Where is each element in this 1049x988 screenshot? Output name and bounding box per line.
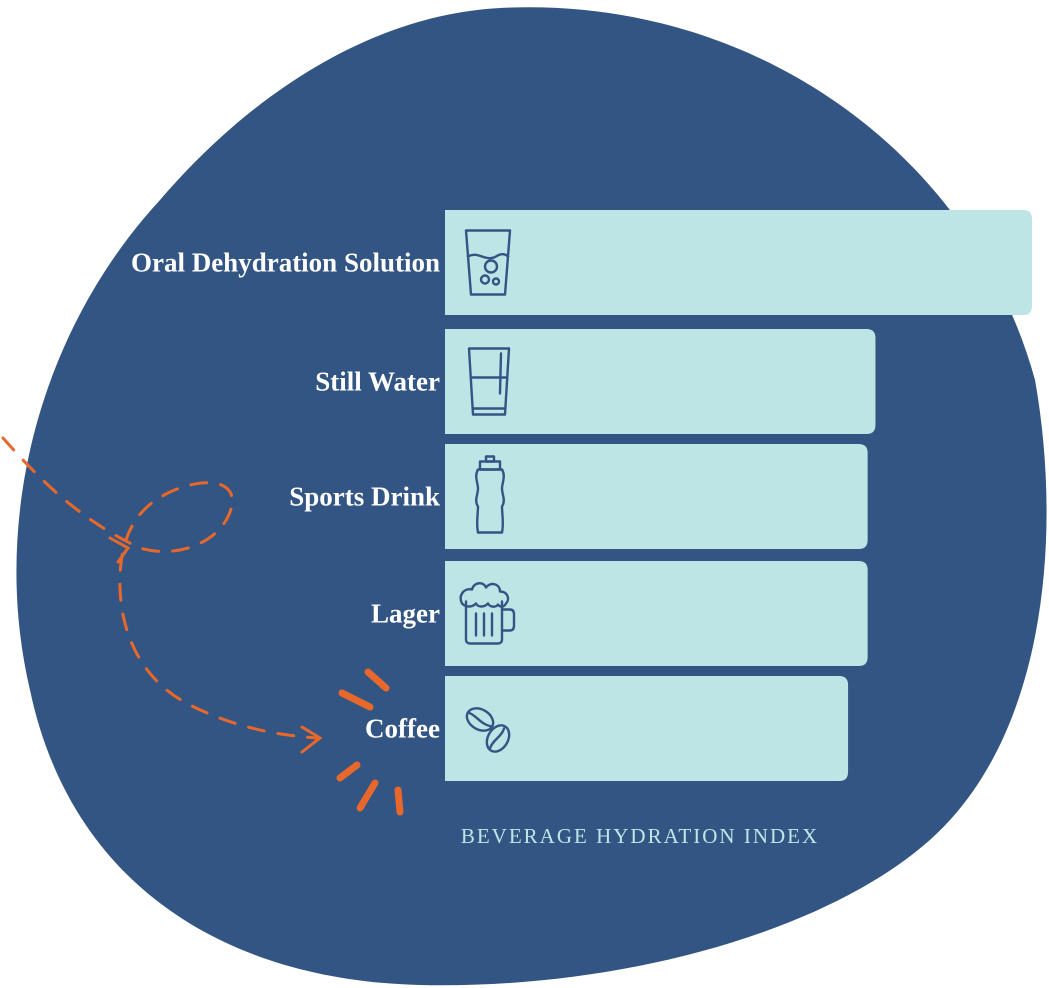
bar [445,444,868,549]
bar [445,561,868,666]
dashed-arrow-decoration [1,436,323,754]
bar [445,676,849,781]
bar-group: Sports Drink [289,444,868,549]
category-label: Oral Dehydration Solution [131,248,440,278]
category-label: Coffee [365,714,440,744]
beer-mug-icon [459,582,516,645]
coffee-beans-icon [465,707,511,753]
bar-group: Lager [371,561,868,666]
x-axis-title: BEVERAGE HYDRATION INDEX [461,824,819,848]
bar-group: Oral Dehydration Solution [131,210,1032,315]
water-glass-icon [467,347,511,416]
bar [445,329,876,434]
bar-group: Still Water [315,329,876,434]
burst-decoration [336,668,404,816]
category-label: Lager [371,599,440,629]
sports-bottle-icon [475,455,505,534]
category-label: Sports Drink [289,482,440,512]
bar-group: Coffee [365,676,849,781]
bar [445,210,1032,315]
category-label: Still Water [315,367,440,397]
sparkling-glass-icon [464,229,512,296]
